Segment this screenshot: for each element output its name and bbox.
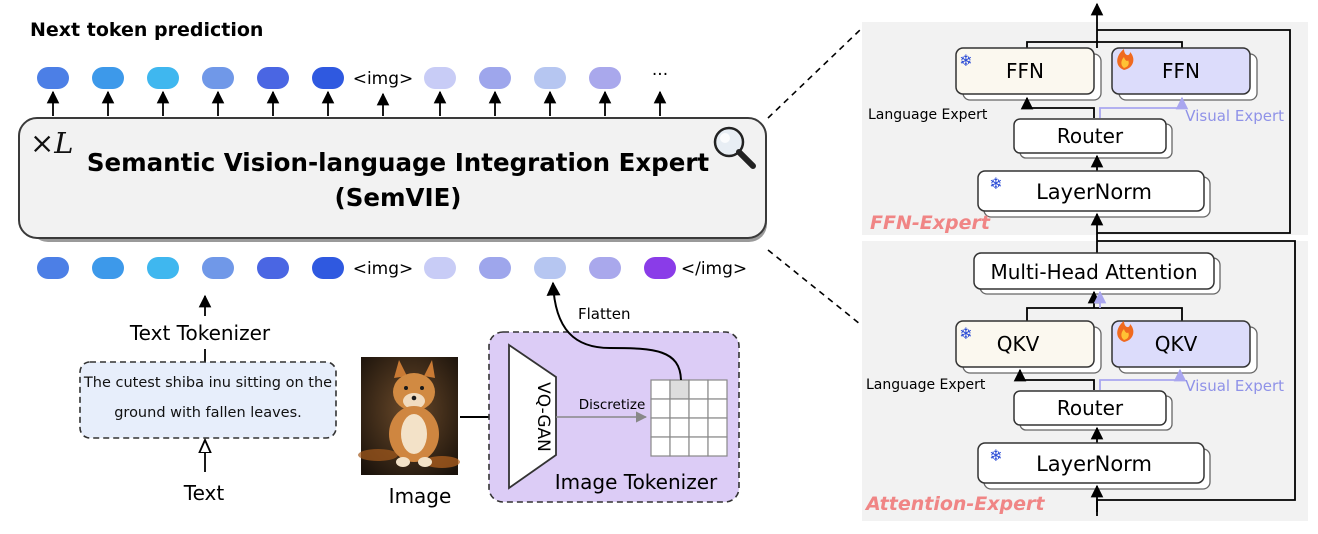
output-tokens: <img> ··· (37, 65, 668, 116)
mha-label: Multi-Head Attention (990, 260, 1197, 284)
text-input-label: Text (183, 481, 225, 505)
qkv-visual-box (1111, 320, 1251, 368)
ffn-visual-label: FFN (1162, 59, 1200, 83)
router-to-ffn-vis (1099, 96, 1189, 118)
image-tokenizer-label: Image Tokenizer (555, 470, 718, 494)
ffn-visual-box (1111, 47, 1251, 95)
vqgan-label: VQ-GAN (533, 382, 553, 452)
qkv-merge (1026, 307, 1183, 322)
semvie-subtitle: (SemVIE) (335, 183, 462, 212)
semvie-block (18, 117, 767, 239)
svg-text:❄: ❄ (959, 324, 972, 343)
ffn-language-box (955, 47, 1095, 95)
svg-text:❄: ❄ (989, 174, 1002, 193)
magnifier-icon (713, 126, 756, 169)
ffn-visual-expert-label: Visual Expert (1185, 107, 1284, 125)
output-token (534, 67, 566, 89)
flatten-arrow (546, 281, 682, 381)
attn-layernorm-box (977, 442, 1205, 484)
snowflake-icon: ❄ (989, 174, 1002, 193)
shiba-photo (358, 357, 460, 475)
qkv-visual-label: QKV (1155, 332, 1198, 356)
next-token-heading: Next token prediction (30, 19, 263, 41)
input-token (534, 257, 566, 279)
layer-multiplier: ×L (30, 126, 74, 160)
output-token (479, 67, 511, 89)
svg-text:❄: ❄ (959, 51, 972, 70)
ffn-residual-path (1097, 29, 1291, 234)
semvie-title: Semantic Vision-language Integration Exp… (87, 148, 710, 177)
input-token (92, 257, 124, 279)
svg-text:❄: ❄ (989, 446, 1002, 465)
ffn-router-label: Router (1057, 124, 1124, 148)
input-token (424, 257, 456, 279)
output-token (147, 67, 179, 89)
input-token (589, 257, 621, 279)
output-token (92, 67, 124, 89)
attention-expert-title: Attention-Expert (864, 493, 1045, 515)
vqgan-block (508, 343, 557, 490)
prompt-caption: The cutest shiba inu sitting on the grou… (83, 375, 333, 421)
zoom-line-top (767, 29, 861, 119)
ffn-expert-title: FFN-Expert (870, 212, 991, 234)
output-token (589, 67, 621, 89)
input-token (644, 257, 676, 279)
input-token (257, 257, 289, 279)
img-close-tag: </img> (681, 259, 747, 279)
token-grid (650, 379, 728, 457)
router-to-ffn-lang (1020, 96, 1095, 118)
attn-router-label: Router (1057, 396, 1124, 420)
qkv-language-label: QKV (997, 332, 1040, 356)
snowflake-icon: ❄ (959, 51, 972, 70)
discretize-label: Discretize (579, 397, 646, 413)
input-token (37, 257, 69, 279)
flatten-label: Flatten (578, 305, 631, 323)
mha-box (973, 252, 1215, 290)
ffn-router-box (1013, 118, 1167, 154)
img-open-tag: <img> (353, 259, 414, 279)
attn-visual-expert-label: Visual Expert (1185, 377, 1284, 395)
router-to-qkv-lang (1013, 368, 1095, 390)
snowflake-icon: ❄ (989, 446, 1002, 465)
qkv-language-box (955, 320, 1095, 368)
img-open-tag: <img> (353, 69, 414, 89)
zoom-line-bottom (767, 249, 861, 325)
ffn-language-label: FFN (1006, 59, 1044, 83)
flame-icon (1117, 49, 1134, 70)
image-label: Image (389, 484, 452, 508)
input-token (312, 257, 344, 279)
ellipsis: ··· (652, 65, 668, 85)
snowflake-icon: ❄ (959, 324, 972, 343)
output-token (202, 67, 234, 89)
ffn-layernorm-label: LayerNorm (1036, 180, 1152, 204)
caption-box (79, 361, 337, 439)
text-tokenizer-label: Text Tokenizer (129, 321, 271, 345)
input-token (479, 257, 511, 279)
ffn-language-expert-label: Language Expert (868, 107, 988, 123)
flame-icon (1117, 321, 1134, 342)
output-token (424, 67, 456, 89)
input-token (147, 257, 179, 279)
attn-router-box (1013, 390, 1167, 426)
router-to-qkv-vis (1099, 368, 1187, 390)
output-token (312, 67, 344, 89)
output-token (257, 67, 289, 89)
input-token (202, 257, 234, 279)
attn-language-expert-label: Language Expert (866, 377, 986, 393)
input-tokens: <img> </img> (37, 257, 747, 279)
attn-layernorm-label: LayerNorm (1036, 452, 1152, 476)
output-token (37, 67, 69, 89)
ffn-layernorm-box (977, 170, 1205, 212)
